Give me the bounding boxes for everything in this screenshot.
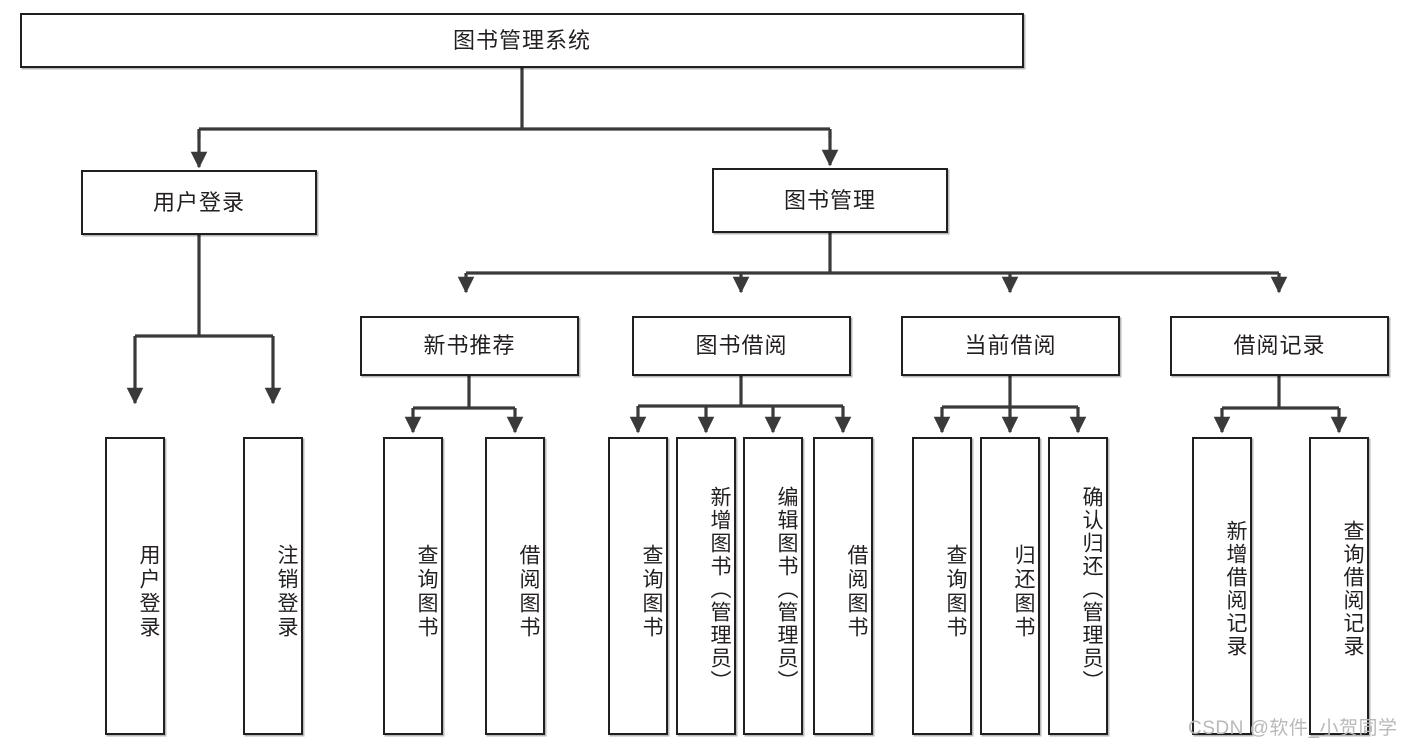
leaf-current-borrow-confirm-return-admin[interactable]: 确认归还（管理员） [1048,437,1108,735]
leaf-new-book-borrow-books[interactable]: 借阅图书 [485,437,545,735]
node-root-system[interactable]: 图书管理系统 [20,13,1024,68]
leaf-new-book-query-books[interactable]: 查询图书 [383,437,443,735]
leaf-borrow-record-query-record[interactable]: 查询借阅记录 [1309,437,1369,735]
leaf-book-borrow-query-books[interactable]: 查询图书 [608,437,668,735]
leaf-borrow-record-add-record[interactable]: 新增借阅记录 [1192,437,1252,735]
node-book-manage[interactable]: 图书管理 [712,168,948,233]
node-book-borrow[interactable]: 图书借阅 [632,316,851,376]
node-current-borrow[interactable]: 当前借阅 [901,316,1120,376]
node-new-book-recommend[interactable]: 新书推荐 [360,316,579,376]
leaf-user-login-login[interactable]: 用户登录 [105,437,165,735]
leaf-book-borrow-edit-book-admin[interactable]: 编辑图书（管理员） [743,437,803,735]
leaf-user-login-logout[interactable]: 注销登录 [243,437,303,735]
node-user-login[interactable]: 用户登录 [81,170,317,235]
csdn-watermark: CSDN @软件_小贺同学 [1188,718,1398,739]
leaf-book-borrow-borrow-books[interactable]: 借阅图书 [813,437,873,735]
node-borrow-record[interactable]: 借阅记录 [1170,316,1389,376]
leaf-book-borrow-add-book-admin[interactable]: 新增图书（管理员） [676,437,736,735]
leaf-current-borrow-query-books[interactable]: 查询图书 [912,437,972,735]
leaf-current-borrow-return-books[interactable]: 归还图书 [980,437,1040,735]
